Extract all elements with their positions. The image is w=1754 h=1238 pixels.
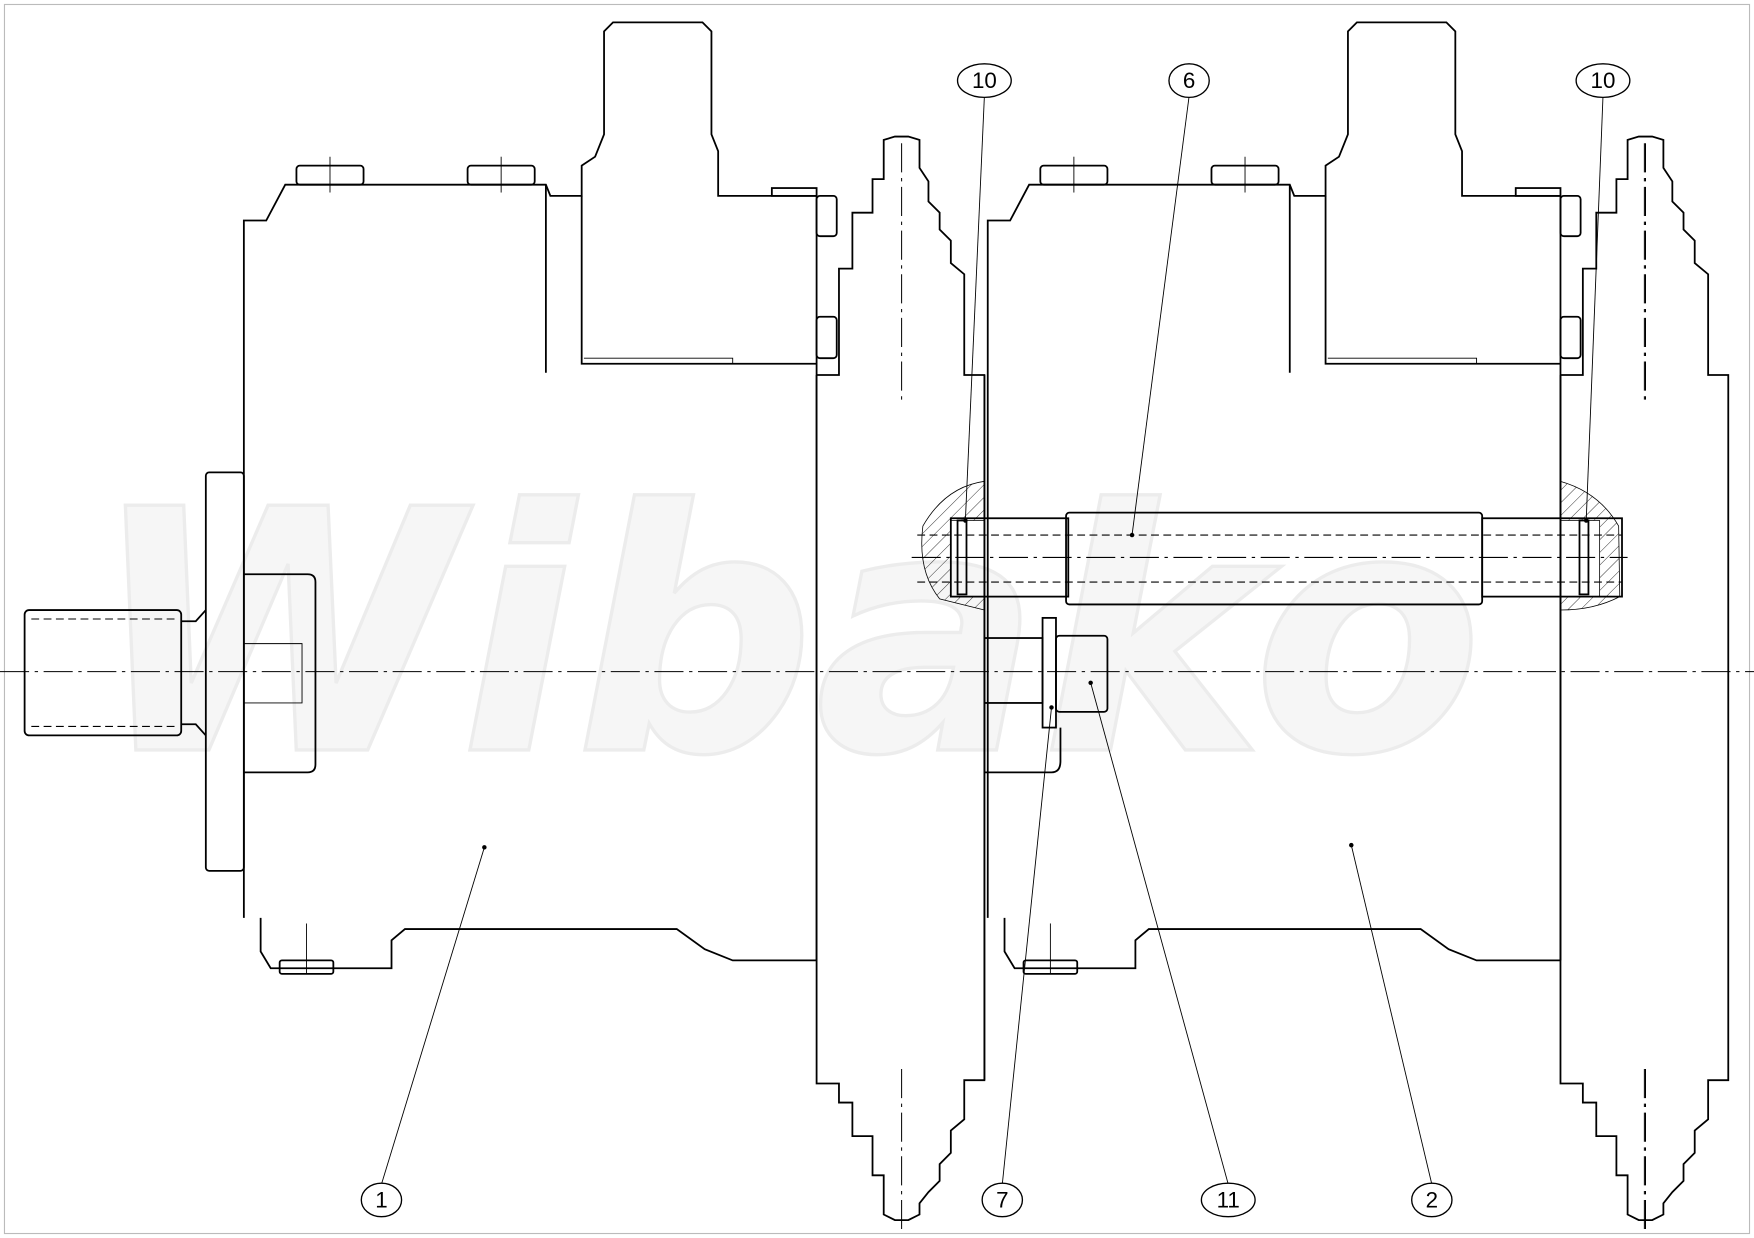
balloon-1: 1 <box>360 1182 403 1218</box>
svg-text:10: 10 <box>1591 68 1616 93</box>
svg-text:11: 11 <box>1217 1187 1240 1212</box>
balloon-10-left: 10 <box>956 63 1012 99</box>
svg-text:2: 2 <box>1426 1187 1438 1212</box>
watermark: Wibako <box>89 439 1483 830</box>
cross-shaft <box>911 480 1628 611</box>
svg-text:7: 7 <box>996 1187 1008 1212</box>
balloon-7: 7 <box>981 1182 1024 1218</box>
leader-lines <box>381 96 1604 1185</box>
svg-text:6: 6 <box>1183 68 1195 93</box>
balloon-10-right: 10 <box>1575 63 1631 99</box>
balloon-11: 11 <box>1200 1182 1256 1218</box>
drawing-border <box>3 3 1751 1235</box>
balloon-2: 2 <box>1411 1182 1453 1218</box>
stud-assembly <box>983 616 1109 774</box>
balloon-6: 6 <box>1168 63 1210 99</box>
svg-text:1: 1 <box>375 1187 387 1212</box>
svg-text:10: 10 <box>972 68 997 93</box>
